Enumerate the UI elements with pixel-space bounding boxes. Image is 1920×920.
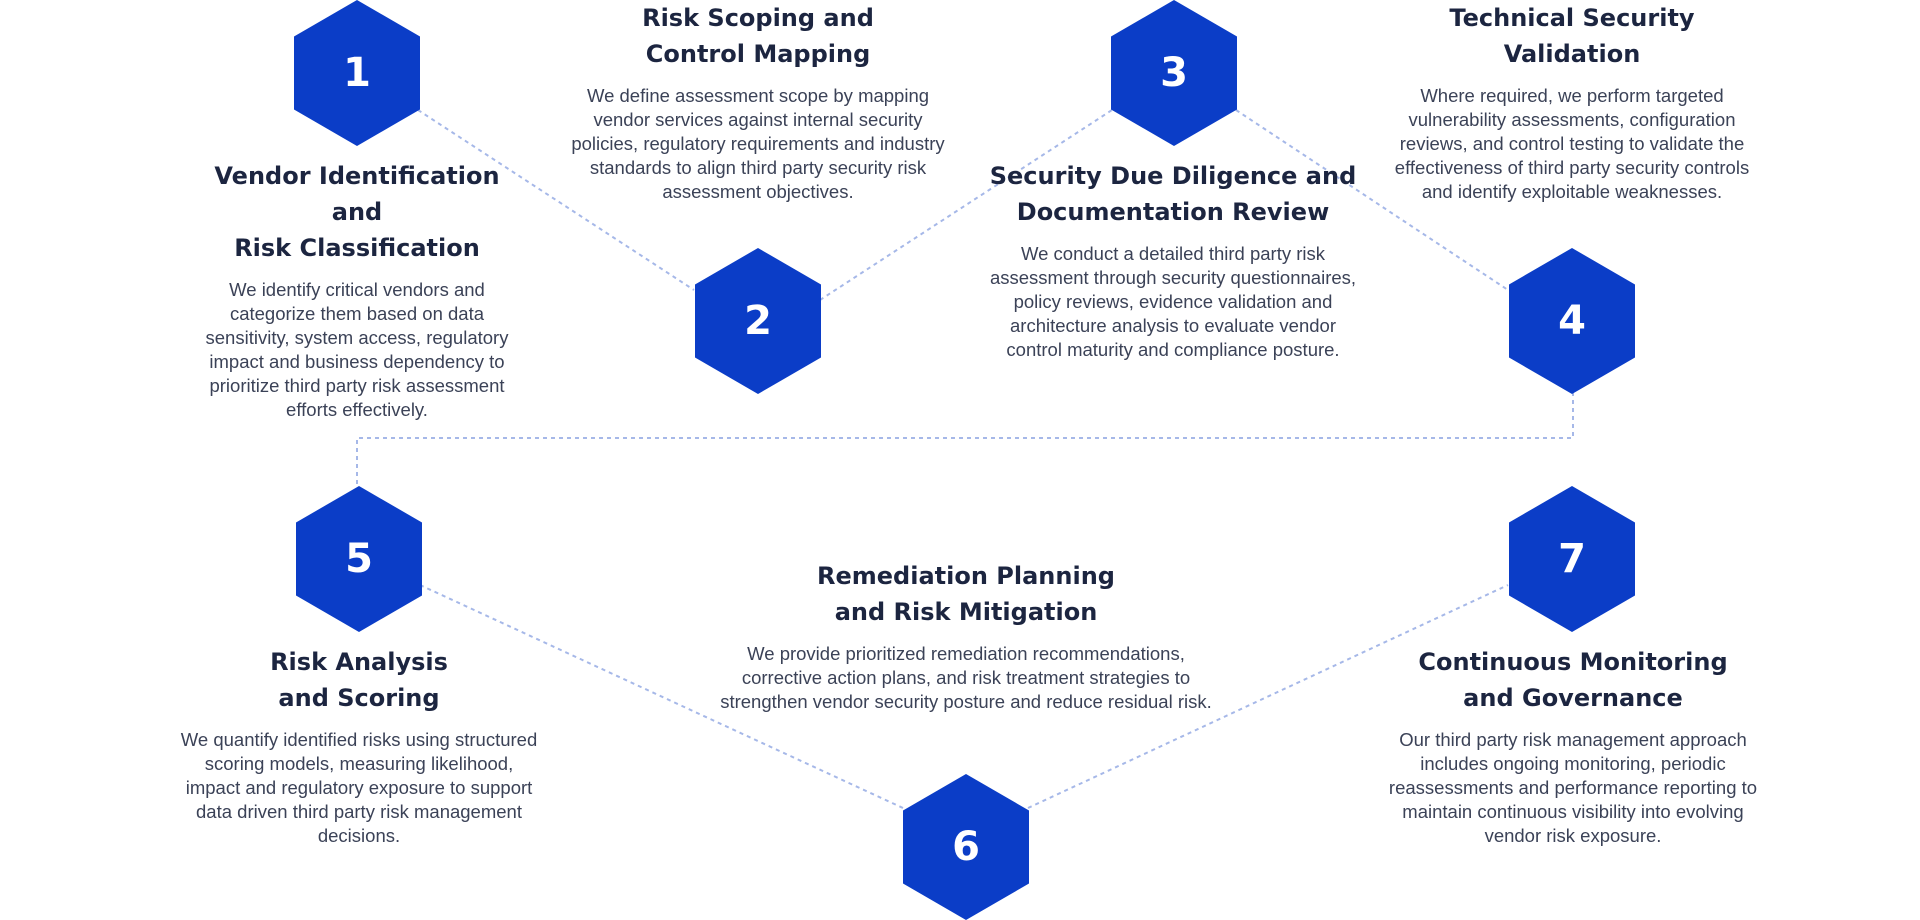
step-7-number: 7 bbox=[1558, 536, 1586, 582]
step-1-description: We identify critical vendors and categor… bbox=[205, 279, 509, 420]
step-2-text: Risk Scoping and Control Mapping We defi… bbox=[558, 0, 958, 204]
step-3-number: 3 bbox=[1160, 50, 1188, 96]
step-4-number: 4 bbox=[1558, 298, 1586, 344]
step-6-number: 6 bbox=[952, 824, 980, 870]
step-3-title: Security Due Diligence and Documentation… bbox=[989, 162, 1357, 226]
step-6-hexagon: 6 bbox=[903, 774, 1029, 920]
step-5-number: 5 bbox=[345, 536, 373, 582]
step-3-description: We conduct a detailed third party risk a… bbox=[989, 243, 1357, 360]
step-5-text: Risk Analysis and Scoring We quantify id… bbox=[178, 644, 540, 848]
connector-4-5 bbox=[356, 392, 1574, 486]
step-7-title: Continuous Monitoring and Governance bbox=[1418, 648, 1728, 712]
step-4-text: Technical Security Validation Where requ… bbox=[1386, 0, 1758, 204]
step-2-number: 2 bbox=[744, 298, 772, 344]
step-6-text: Remediation Planning and Risk Mitigation… bbox=[714, 558, 1218, 714]
step-4-title: Technical Security Validation bbox=[1449, 4, 1695, 68]
step-7-hexagon: 7 bbox=[1509, 486, 1635, 632]
step-4-hexagon: 4 bbox=[1509, 248, 1635, 394]
step-1-number: 1 bbox=[343, 50, 371, 96]
step-3-hexagon: 3 bbox=[1111, 0, 1237, 146]
step-2-hexagon: 2 bbox=[695, 248, 821, 394]
step-7-text: Continuous Monitoring and Governance Our… bbox=[1386, 644, 1760, 848]
step-7-description: Our third party risk management approach… bbox=[1388, 729, 1758, 846]
step-2-description: We define assessment scope by mapping ve… bbox=[571, 85, 945, 202]
step-1-hexagon: 1 bbox=[294, 0, 420, 146]
step-4-description: Where required, we perform targeted vuln… bbox=[1394, 85, 1750, 202]
step-2-title: Risk Scoping and Control Mapping bbox=[642, 4, 874, 68]
step-6-title: Remediation Planning and Risk Mitigation bbox=[817, 562, 1115, 626]
step-6-description: We provide prioritized remediation recom… bbox=[720, 643, 1212, 712]
step-5-description: We quantify identified risks using struc… bbox=[180, 729, 538, 846]
step-5-title: Risk Analysis and Scoring bbox=[270, 648, 448, 712]
step-5-hexagon: 5 bbox=[296, 486, 422, 632]
step-3-text: Security Due Diligence and Documentation… bbox=[988, 158, 1358, 362]
step-1-text: Vendor Identification and Risk Classific… bbox=[186, 158, 528, 422]
step-1-title: Vendor Identification and Risk Classific… bbox=[214, 162, 500, 262]
